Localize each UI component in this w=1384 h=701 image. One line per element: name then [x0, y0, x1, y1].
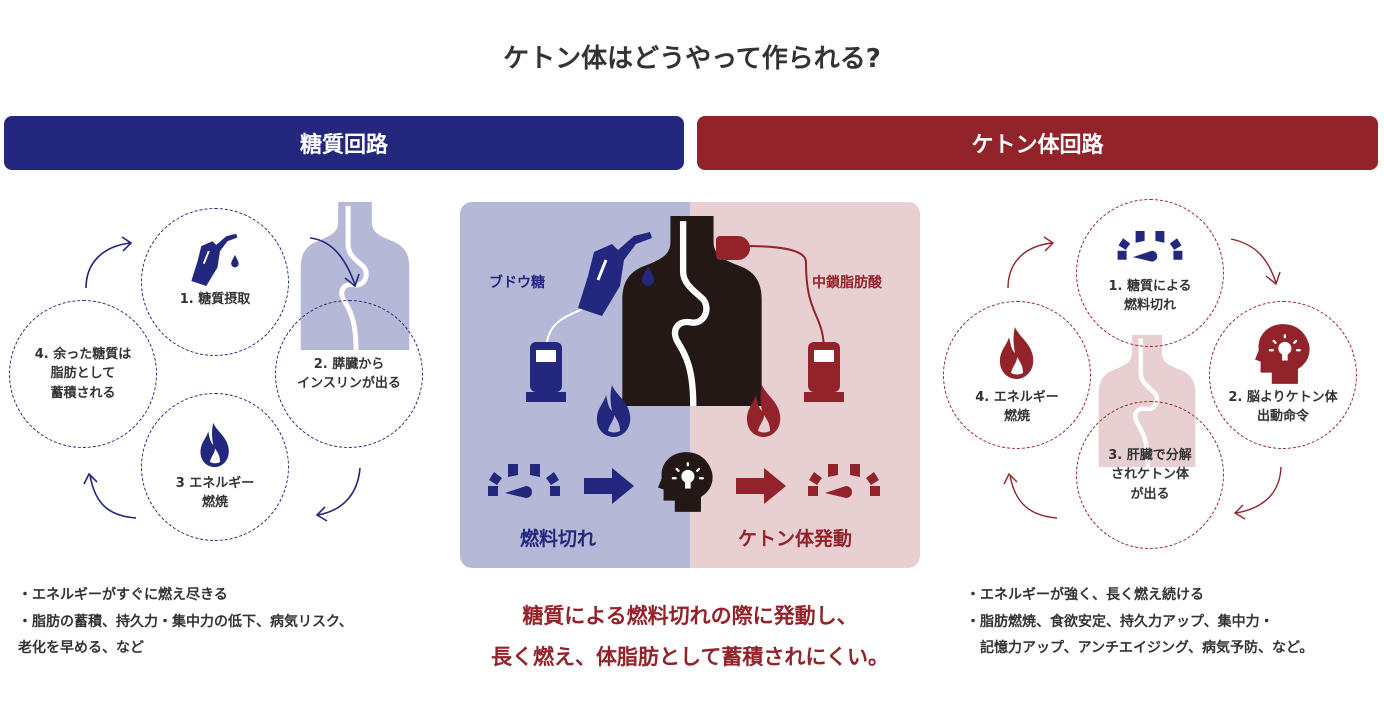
sugar-step-1: 1. 糖質摂取	[141, 208, 289, 356]
ketone-step-4: 4. エネルギー 燃焼	[943, 301, 1091, 449]
bullet: 記憶力アップ、アンチエイジング、病気予防、など。	[980, 640, 1314, 657]
summary-line: 糖質による燃料切れの際に発動し、	[522, 604, 858, 628]
bullet: ・エネルギーがすぐに燃え尽きる	[18, 587, 228, 603]
step-label: 2. 膵臓から インスリンが出る	[297, 356, 401, 392]
step-label: 3 エネルギー 燃焼	[175, 475, 255, 511]
bullet: ・エネルギーが強く、長く燃え続ける	[966, 587, 1204, 603]
flame-icon	[997, 324, 1037, 382]
ketone-activate-caption: ケトン体発動	[738, 528, 853, 550]
summary-text: 糖質による燃料切れの際に発動し、 長く燃え、体脂肪として蓄積されにくい。	[460, 596, 920, 678]
sugar-bullets: ・エネルギーがすぐに燃え尽きる ・脂肪の蓄積、持久力・集中力の低下、病気リスク、…	[18, 582, 353, 662]
step-label: 1. 糖質摂取	[179, 292, 251, 308]
sugar-step-2: 2. 膵臓から インスリンが出る	[275, 300, 423, 448]
arrow-right-icon	[736, 468, 786, 504]
ketone-step-1: 1. 糖質による 燃料切れ	[1076, 199, 1224, 347]
sugar-step-3: 3 エネルギー 燃焼	[141, 393, 289, 541]
ketone-step-3: 3. 肝臓で分解 されケトン体 が出る	[1076, 401, 1224, 549]
mct-label: 中鎖脂肪酸	[812, 275, 882, 291]
sugar-circuit-header: 糖質回路	[4, 116, 684, 170]
gauge-empty-icon	[1114, 231, 1186, 267]
fuel-out-caption: 燃料切れ	[520, 528, 597, 550]
step-label: 4. 余った糖質は 脂肪として 蓄積される	[34, 346, 132, 401]
step-label: 2. 脳よりケトン体 出動命令	[1228, 389, 1338, 425]
bullet: ・脂肪燃焼、食欲安定、持久力アップ、集中力・	[966, 613, 1274, 630]
bullet: 老化を早める、など	[18, 640, 144, 657]
step-label: 4. エネルギー 燃焼	[975, 389, 1059, 425]
step-label: 3. 肝臓で分解 されケトン体 が出る	[1108, 447, 1192, 502]
head-lightbulb-icon	[1255, 324, 1311, 384]
glucose-label: ブドウ糖	[489, 275, 545, 291]
center-panel: ブドウ糖 中鎖脂肪酸 燃料切れ ケトン体発動	[460, 202, 920, 568]
plug-icon	[716, 236, 750, 260]
sugar-step-4: 4. 余った糖質は 脂肪として 蓄積される	[9, 300, 157, 448]
ketone-step-2: 2. 脳よりケトン体 出動命令	[1209, 301, 1357, 449]
cycle-arrows	[1003, 236, 1282, 520]
step-label: 1. 糖質による 燃料切れ	[1108, 278, 1192, 314]
ketone-bullets: ・エネルギーが強く、長く燃え続ける ・脂肪燃焼、食欲安定、持久力アップ、集中力・…	[966, 582, 1313, 662]
arrow-right-icon	[584, 468, 634, 504]
page-title: ケトン体はどうやって作られる?	[503, 44, 881, 74]
ketone-circuit-header: ケトン体回路	[697, 116, 1378, 170]
bullet: ・脂肪の蓄積、持久力・集中力の低下、病気リスク、	[18, 613, 353, 630]
summary-line: 長く燃え、体脂肪として蓄積されにくい。	[491, 644, 889, 669]
cycle-arrows	[83, 236, 361, 522]
